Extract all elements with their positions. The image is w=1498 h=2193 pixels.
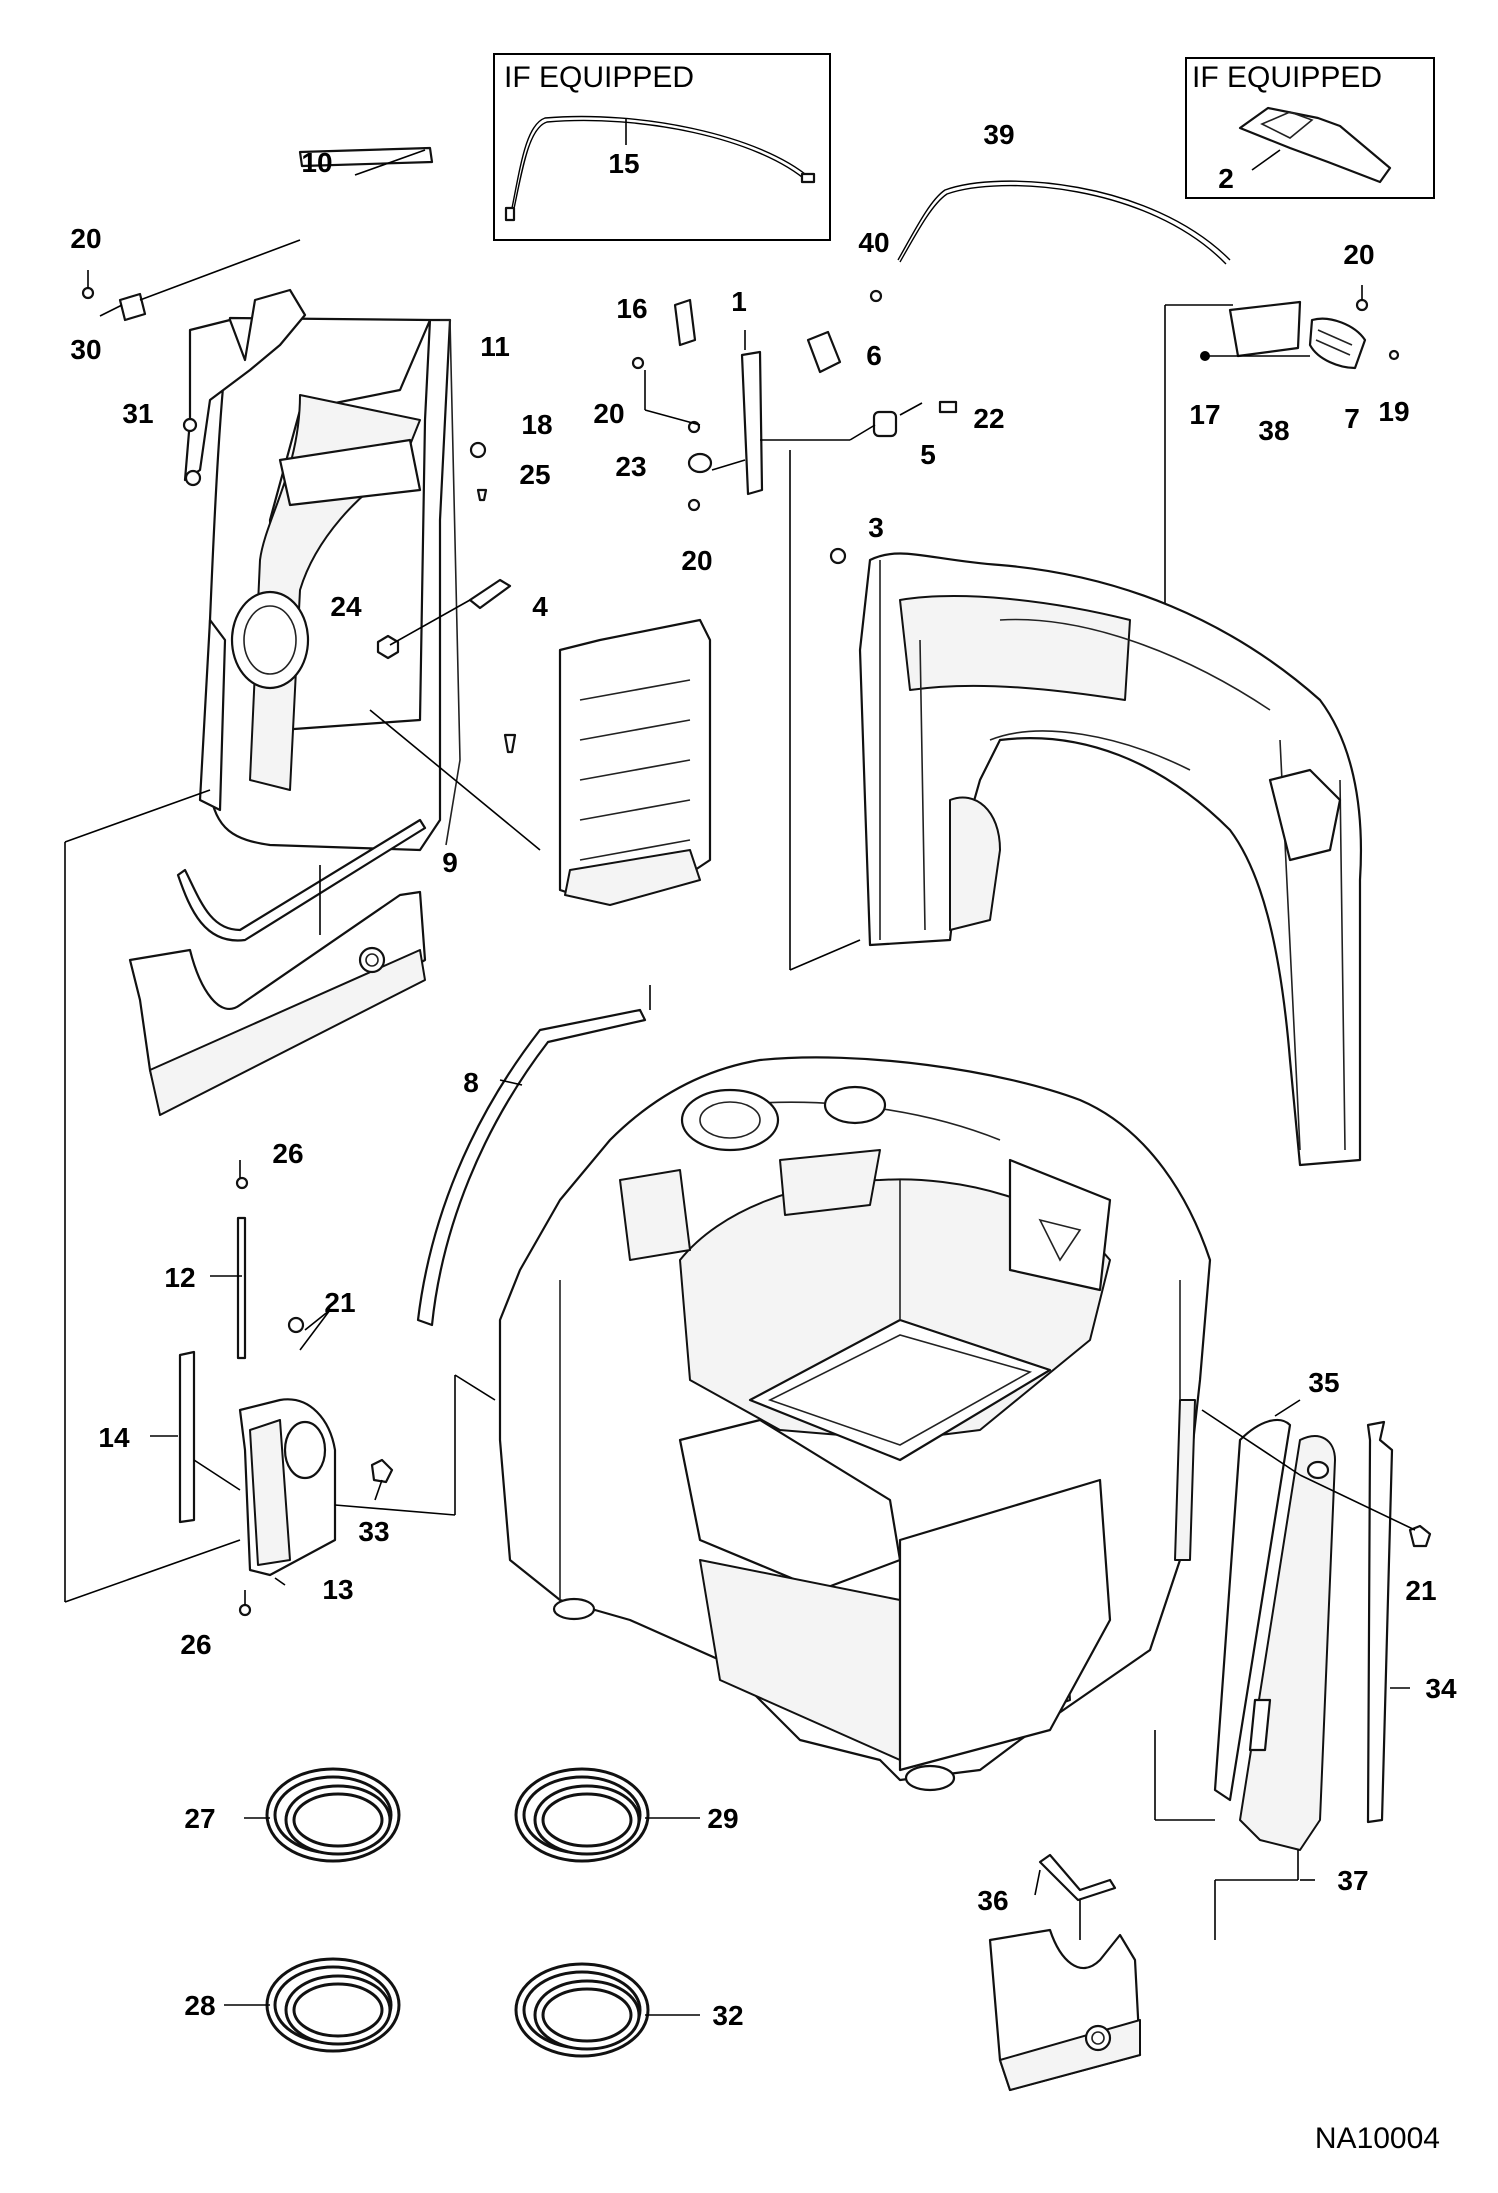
callout-20a: 20 (70, 223, 101, 254)
callout-37: 37 (1337, 1865, 1368, 1896)
callout-35: 35 (1308, 1367, 1339, 1398)
callout-21a: 21 (324, 1287, 355, 1318)
seal-coil-29 (514, 1767, 700, 1863)
callout-28: 28 (184, 1990, 215, 2021)
drawing-reference: NA10004 (1315, 2122, 1440, 2155)
callout-8: 8 (463, 1067, 479, 1098)
callout-7: 7 (1344, 403, 1360, 434)
right-side-parts (1154, 1399, 1432, 1940)
callout-23: 23 (615, 451, 646, 482)
left-side-parts (64, 789, 496, 1617)
callout-18: 18 (521, 409, 552, 440)
callout-21b: 21 (1405, 1575, 1436, 1606)
callout-3: 3 (868, 512, 884, 543)
callout-26a: 26 (272, 1138, 303, 1169)
door-frame-assembly (81, 146, 461, 852)
if-equipped-box-2: IF EQUIPPED (1185, 57, 1435, 199)
callout-19: 19 (1378, 396, 1409, 427)
box-title-2: IF EQUIPPED (1192, 61, 1382, 94)
callout-30: 30 (70, 334, 101, 365)
callout-11: 11 (480, 331, 510, 362)
callout-labels: 1 2 3 4 5 6 7 8 9 10 11 12 13 14 15 16 1… (70, 119, 1457, 2031)
seal-strip-8 (416, 985, 651, 1327)
callout-13: 13 (322, 1574, 353, 1605)
callout-20c: 20 (681, 545, 712, 576)
cab-tub (498, 1056, 1212, 1792)
callout-17: 17 (1189, 399, 1220, 430)
callout-2: 2 (1218, 163, 1234, 194)
seal-coil-28 (224, 1957, 401, 2053)
callout-1: 1 (731, 286, 747, 317)
callout-29: 29 (707, 1803, 738, 1834)
callout-12: 12 (164, 1262, 195, 1293)
callout-32: 32 (712, 2000, 743, 2031)
seal-coil-32 (514, 1962, 700, 2058)
callout-20d: 20 (1343, 239, 1374, 270)
callout-27: 27 (184, 1803, 215, 1834)
sill-assembly (128, 818, 427, 1116)
callout-31: 31 (122, 398, 153, 429)
callout-9: 9 (442, 847, 458, 878)
callout-34: 34 (1425, 1673, 1457, 1704)
callout-33: 33 (358, 1516, 389, 1547)
latch-bracket-cluster (631, 180, 1231, 512)
callout-22: 22 (973, 403, 1004, 434)
callout-24: 24 (330, 591, 362, 622)
callout-36: 36 (977, 1885, 1008, 1916)
callout-4: 4 (532, 591, 548, 622)
callout-39: 39 (983, 119, 1014, 150)
callout-15: 15 (608, 148, 639, 179)
right-latch (1164, 285, 1400, 691)
box-title-15: IF EQUIPPED (504, 61, 694, 94)
callout-6: 6 (866, 340, 882, 371)
lower-right-sill (988, 1853, 1142, 2092)
callout-10: 10 (301, 147, 332, 178)
callout-26b: 26 (180, 1629, 211, 1660)
callout-20b: 20 (593, 398, 624, 429)
callout-25: 25 (519, 459, 550, 490)
callout-14: 14 (98, 1422, 130, 1453)
door-fasteners (376, 441, 517, 754)
if-equipped-box-15: IF EQUIPPED (493, 53, 831, 241)
callout-16: 16 (616, 293, 647, 324)
callout-5: 5 (920, 439, 936, 470)
screen-panel (369, 618, 712, 906)
upper-rear-panel (789, 450, 1363, 1167)
callout-40: 40 (858, 227, 889, 258)
seal-coil-27 (244, 1767, 401, 1863)
callout-38: 38 (1258, 415, 1289, 446)
